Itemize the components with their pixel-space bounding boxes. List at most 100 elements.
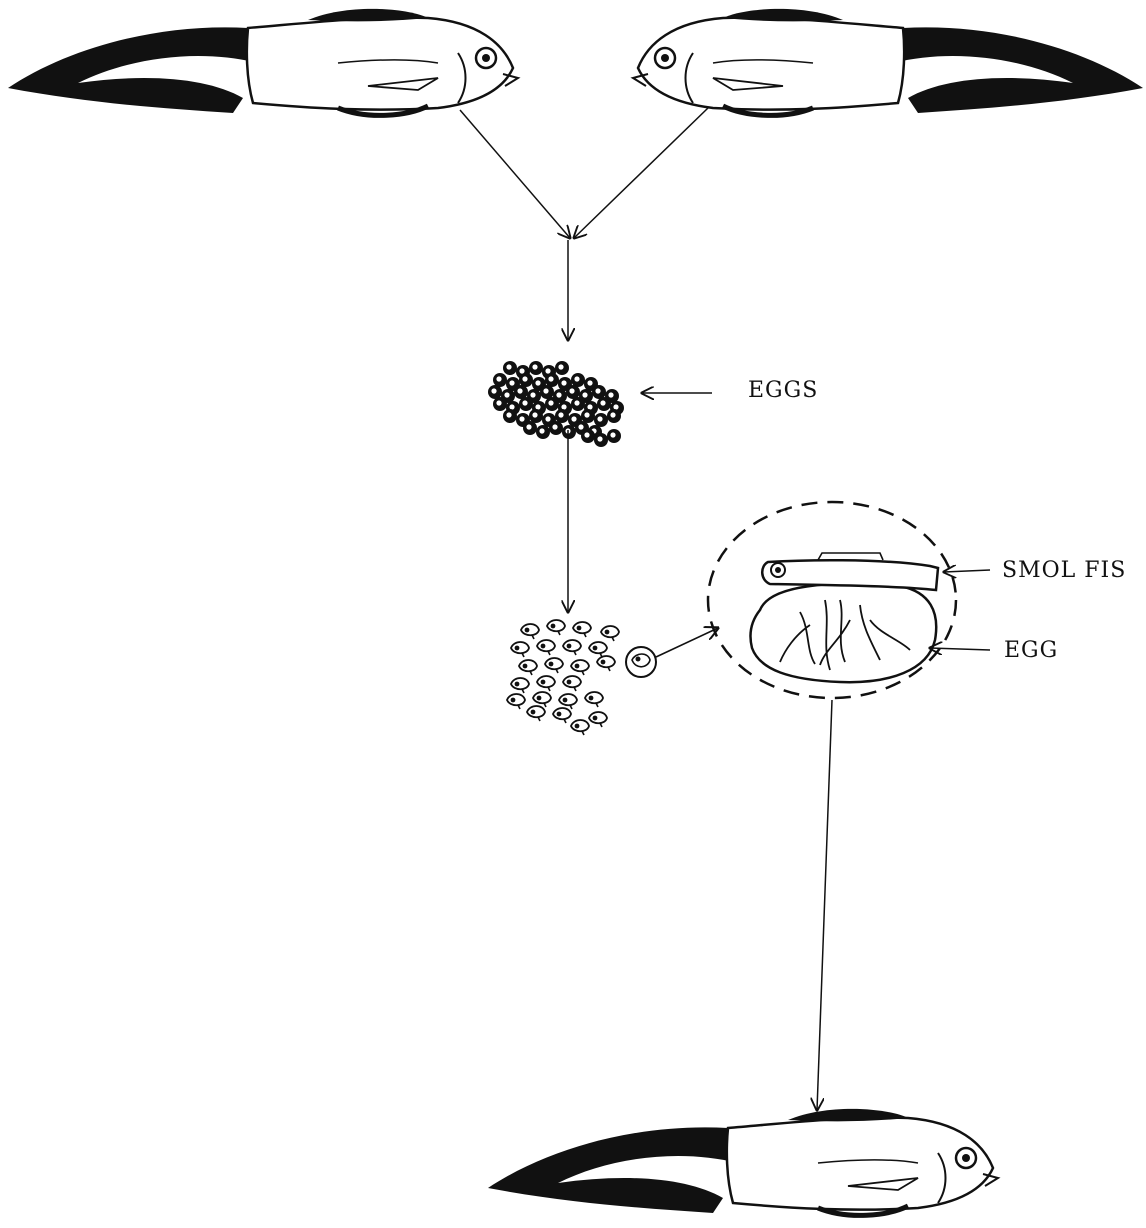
egg-highlight bbox=[600, 400, 605, 405]
hatchling bbox=[585, 692, 603, 703]
egg-highlight bbox=[506, 364, 511, 369]
egg-highlight bbox=[509, 380, 514, 385]
egg-highlight bbox=[556, 392, 561, 397]
arrow-to-adult bbox=[817, 700, 832, 1110]
hatchling bbox=[527, 706, 545, 717]
egg-highlight bbox=[535, 404, 540, 409]
egg-highlight bbox=[595, 388, 600, 393]
hatchling bbox=[597, 656, 615, 667]
highlighted-egg bbox=[626, 647, 656, 677]
hatchling bbox=[533, 692, 551, 703]
egg-highlight bbox=[578, 424, 583, 429]
arrow-smol-fis-label bbox=[944, 570, 990, 572]
egg-highlight bbox=[558, 412, 563, 417]
hatchling-eye-icon bbox=[589, 696, 594, 701]
egg-highlight bbox=[535, 380, 540, 385]
hatchling-eye-icon bbox=[515, 682, 520, 687]
hatchling bbox=[519, 660, 537, 671]
egg-highlight bbox=[526, 424, 531, 429]
egg-highlight bbox=[558, 364, 563, 369]
egg-highlight bbox=[530, 392, 535, 397]
hatchling-eye-icon bbox=[577, 626, 582, 631]
egg-highlight bbox=[545, 416, 550, 421]
hatchling bbox=[563, 676, 581, 687]
hatchling-eye-icon bbox=[593, 646, 598, 651]
hatchling bbox=[521, 624, 539, 635]
larva-body bbox=[762, 560, 938, 590]
egg-highlight bbox=[509, 404, 514, 409]
hatchling-eye-icon bbox=[593, 716, 598, 721]
hatchling-eye-icon bbox=[551, 624, 556, 629]
hatchling-eye-icon bbox=[515, 646, 520, 651]
hatchling-eye-icon bbox=[567, 644, 572, 649]
hatchling-eye-icon bbox=[541, 644, 546, 649]
egg-highlight bbox=[561, 380, 566, 385]
hatchling bbox=[537, 640, 555, 651]
egg-highlight bbox=[506, 412, 511, 417]
parent-fish-left bbox=[8, 9, 518, 116]
egg-highlight bbox=[574, 400, 579, 405]
hatchling-eye-icon bbox=[511, 698, 516, 703]
arrow-right-parent bbox=[574, 108, 708, 238]
hatchling bbox=[571, 660, 589, 671]
egg-highlight bbox=[582, 392, 587, 397]
hatchling-cluster bbox=[507, 620, 619, 735]
hatchling-eye-icon bbox=[575, 664, 580, 669]
egg-highlight bbox=[569, 388, 574, 393]
egg-highlight bbox=[584, 412, 589, 417]
hatchling bbox=[589, 712, 607, 723]
hatchling-eye-icon bbox=[563, 698, 568, 703]
egg-highlight bbox=[561, 404, 566, 409]
egg-highlight bbox=[543, 388, 548, 393]
egg-highlight bbox=[584, 432, 589, 437]
egg-highlight bbox=[587, 404, 592, 409]
egg-highlight bbox=[517, 388, 522, 393]
egg-highlight bbox=[491, 388, 496, 393]
hatchling bbox=[601, 626, 619, 637]
hatchling bbox=[537, 676, 555, 687]
hatchling bbox=[563, 640, 581, 651]
enlarged-egg-view bbox=[708, 502, 956, 698]
egg-highlight bbox=[545, 368, 550, 373]
egg-highlight bbox=[571, 416, 576, 421]
egg-highlight bbox=[532, 412, 537, 417]
egg-highlight bbox=[504, 392, 509, 397]
egg-highlight bbox=[548, 400, 553, 405]
egg-highlight bbox=[496, 400, 501, 405]
hatchling-eye-icon bbox=[575, 724, 580, 729]
egg-highlight bbox=[539, 428, 544, 433]
hatchling-eye-icon bbox=[605, 630, 610, 635]
egg-highlight bbox=[522, 400, 527, 405]
label-smol-fis: SMOL FIS bbox=[1002, 558, 1126, 583]
hatchling bbox=[507, 694, 525, 705]
egg-highlight bbox=[587, 380, 592, 385]
hatchling-eye-icon bbox=[541, 680, 546, 685]
hatchling-eye-icon bbox=[601, 660, 606, 665]
hatchling bbox=[511, 678, 529, 689]
arrow-to-enlarged-egg bbox=[656, 628, 718, 657]
hatchling-eye-icon bbox=[531, 710, 536, 715]
arrow-left-parent bbox=[460, 110, 570, 238]
egg-highlight bbox=[519, 368, 524, 373]
hatchling bbox=[573, 622, 591, 633]
hatchling bbox=[511, 642, 529, 653]
egg-highlight bbox=[532, 364, 537, 369]
egg-highlight bbox=[610, 412, 615, 417]
hatchling bbox=[553, 708, 571, 719]
hatchling-eye-icon bbox=[549, 662, 554, 667]
egg-highlight bbox=[597, 416, 602, 421]
egg-highlight bbox=[613, 404, 618, 409]
adult-fish bbox=[488, 1109, 998, 1216]
egg-highlight bbox=[548, 376, 553, 381]
hatchling-eye-icon bbox=[557, 712, 562, 717]
egg-highlight bbox=[608, 392, 613, 397]
hatchling bbox=[559, 694, 577, 705]
egg-cluster bbox=[488, 361, 624, 447]
egg-highlight bbox=[522, 376, 527, 381]
hatchling-eye-icon bbox=[537, 696, 542, 701]
hatchling-eye-icon bbox=[567, 680, 572, 685]
egg-highlight bbox=[519, 416, 524, 421]
label-egg: EGG bbox=[1004, 638, 1058, 663]
egg-highlight bbox=[597, 436, 602, 441]
